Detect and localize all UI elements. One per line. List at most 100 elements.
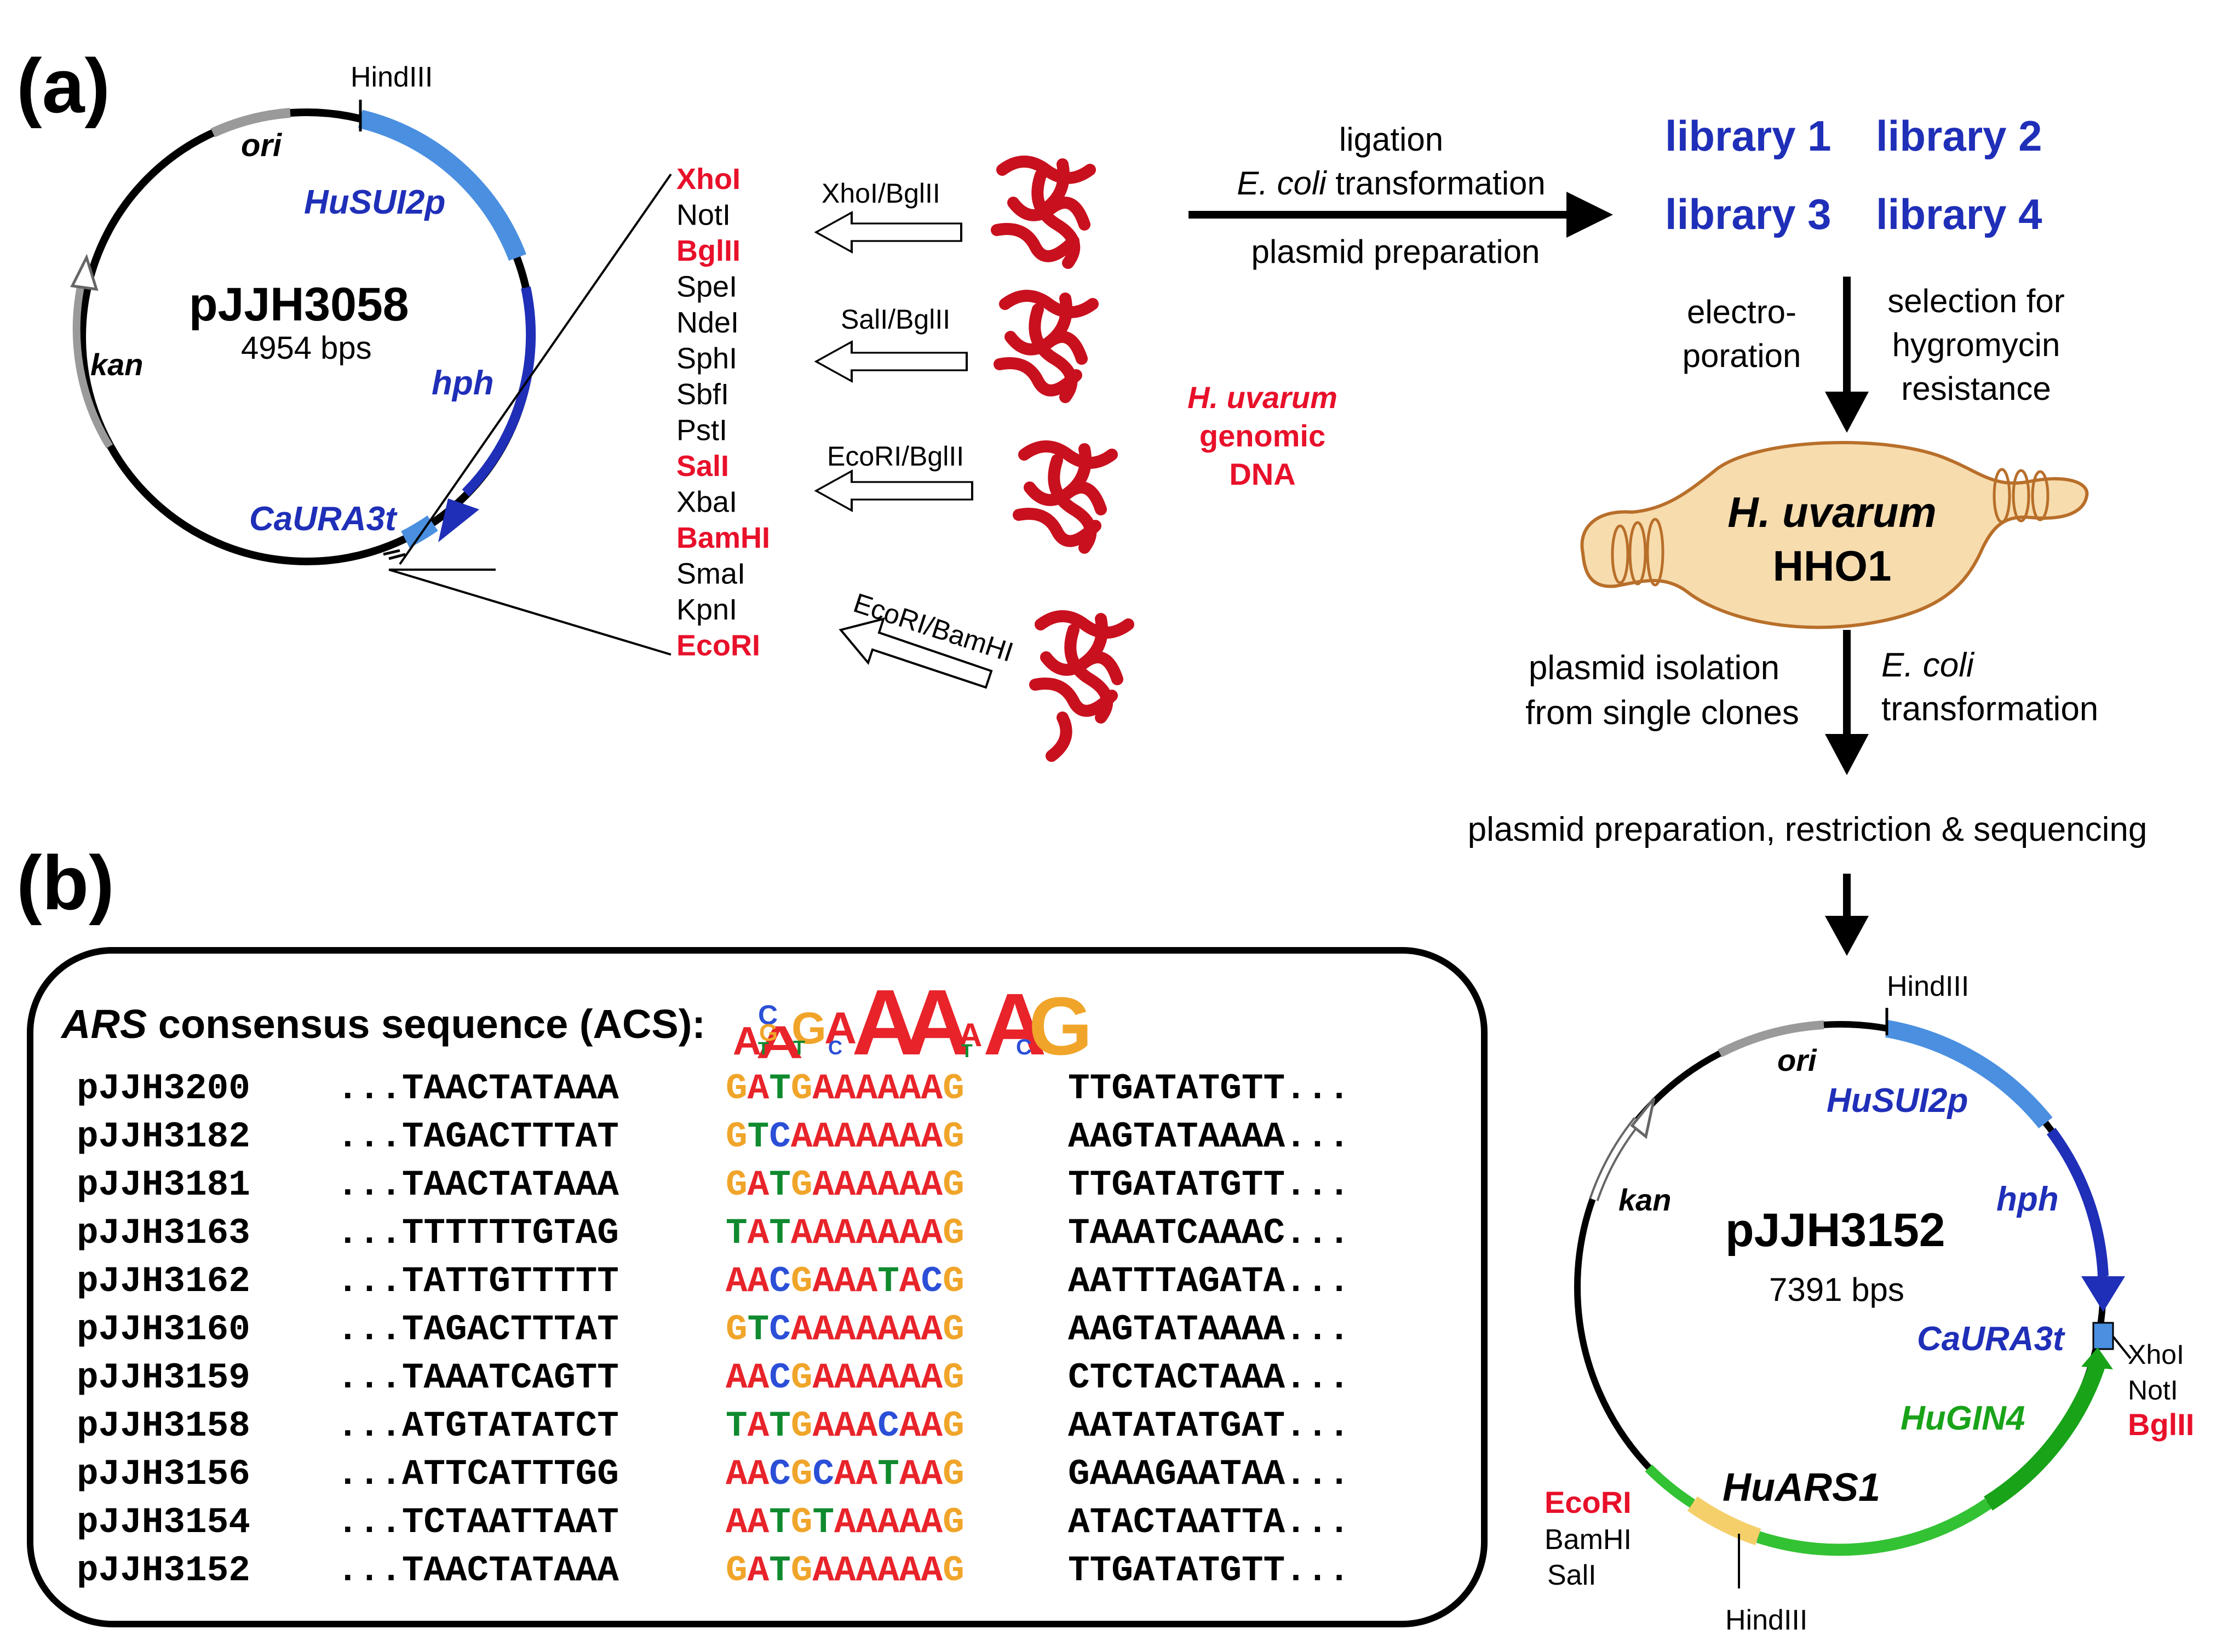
- electroporation-line1: electro-: [1687, 294, 1796, 330]
- library-1: library 1: [1665, 112, 1832, 160]
- plasmid2-site-noti: NotI: [2128, 1375, 2178, 1406]
- logo-pos6-A: A: [904, 971, 971, 1075]
- plasmid2-site-bglii: BglII: [2128, 1407, 2194, 1442]
- row-left-flank-4: ...TATTGTTTTT: [337, 1261, 619, 1302]
- row-name-2: pJJH3181: [77, 1165, 250, 1206]
- mcs-site-3: SpeI: [676, 271, 737, 303]
- plasmid2-kan-label: kan: [1618, 1183, 1672, 1217]
- mcs-site-2: BglII: [676, 234, 740, 267]
- plasmid1-kan-arrowhead: [70, 254, 99, 291]
- plasmid2-yellow-segment: [1687, 1496, 1761, 1546]
- library-3: library 3: [1665, 190, 1832, 238]
- mcs-site-10: BamHI: [676, 521, 770, 554]
- plasmid1-size: 4954 bps: [241, 330, 372, 366]
- row-name-9: pJJH3154: [77, 1502, 250, 1543]
- plasmid2-hindiii-bottom-label: HindIII: [1725, 1604, 1807, 1636]
- logo-pos1-A: A: [733, 1019, 761, 1063]
- plasmid2-ori-label: ori: [1777, 1043, 1817, 1077]
- row-right-flank-3: TAAATCAAAC...: [1068, 1213, 1350, 1254]
- bud-scar-right-2: [2012, 469, 2030, 523]
- sequencing-step-label: plasmid preparation, restriction & seque…: [1468, 811, 2148, 848]
- logo-pos2-C: C: [758, 1000, 778, 1030]
- dna-fragment-group-2: [994, 290, 1099, 403]
- isolation-line2: from single clones: [1525, 694, 1799, 732]
- plasmid2-ars-segment: [1756, 1498, 1992, 1556]
- library-4: library 4: [1876, 190, 2042, 238]
- genomic-dna-line3: DNA: [1229, 457, 1295, 491]
- mcs-zoom-line-bottom: [388, 569, 671, 656]
- row-name-1: pJJH3182: [77, 1116, 250, 1157]
- row-core-0: GATGAAAAAAG: [726, 1068, 965, 1109]
- mcs-site-11: SmaI: [676, 558, 745, 590]
- ligation-line3: plasmid preparation: [1251, 233, 1540, 270]
- electroporation-arrow-head: [1825, 392, 1869, 433]
- panel-b-label: (b): [16, 840, 114, 926]
- plasmid2-terminator-block: [2092, 1322, 2114, 1350]
- plasmid2-hph-arrowhead: [2081, 1276, 2125, 1312]
- row-name-7: pJJH3158: [77, 1406, 250, 1447]
- isolation-line1: plasmid isolation: [1529, 649, 1779, 687]
- mcs-site-8: SalI: [676, 450, 729, 483]
- acs-title-rest: consensus sequence (ACS):: [147, 1001, 705, 1047]
- row-left-flank-5: ...TAGACTTTAT: [337, 1309, 619, 1350]
- logo-pos7-T: T: [961, 1041, 973, 1062]
- plasmid2-hindiii-top-label: HindIII: [1887, 971, 1969, 1002]
- ligation-line2: E. coli transformation: [1237, 165, 1546, 202]
- mcs-site-6: SbfI: [676, 378, 729, 411]
- row-core-8: AACGCAATAAG: [726, 1454, 965, 1495]
- ligation-line1: ligation: [1339, 121, 1443, 158]
- plasmid1-hph-label: hph: [432, 364, 494, 402]
- logo-pos3-T: T: [793, 1036, 805, 1059]
- plasmid2-promoter-label: HuSUI2p: [1827, 1082, 1968, 1120]
- row-right-flank-8: GAAAGAATAA...: [1068, 1454, 1350, 1495]
- plasmid2-promoter-segment: [1885, 1020, 2053, 1129]
- row-core-5: GTCAAAAAAAG: [726, 1309, 965, 1350]
- row-left-flank-7: ...ATGTATATCT: [337, 1406, 619, 1447]
- row-name-3: pJJH3163: [77, 1213, 250, 1254]
- plasmid2-site-bamhi: BamHI: [1545, 1524, 1632, 1556]
- plasmid1-hph-arrowhead: [438, 498, 479, 542]
- cell-label-line2: HHO1: [1773, 542, 1892, 590]
- row-name-4: pJJH3162: [77, 1261, 250, 1302]
- plasmid2-name: pJJH3152: [1725, 1204, 1945, 1257]
- plasmid1-mcs-ticks: [383, 549, 406, 560]
- plasmid1-kan-segment: [72, 278, 113, 449]
- row-right-flank-2: TTGATATGTT...: [1068, 1165, 1350, 1206]
- mcs-site-4: NdeI: [676, 306, 739, 339]
- bud-scar-right-1: [1993, 468, 2011, 524]
- plasmid2-size: 7391 bps: [1769, 1271, 1904, 1308]
- logo-pos2-A: A: [756, 1017, 803, 1068]
- row-core-7: TATGAAACAAG: [726, 1406, 965, 1447]
- logo-pos2-T: T: [758, 1039, 769, 1058]
- row-name-10: pJJH3152: [77, 1550, 250, 1591]
- plasmid1-promoter-segment: [358, 110, 526, 261]
- plasmid2-gin4-segment: [1984, 1361, 2106, 1511]
- plasmid2-site-ecori: EcoRI: [1545, 1485, 1632, 1519]
- row-name-8: pJJH3156: [77, 1454, 250, 1495]
- logo-pos10-G: G: [1029, 980, 1093, 1072]
- h-uvarum-cell: H. uvarum HHO1: [1580, 441, 2089, 629]
- acs-title: ARS consensus sequence (ACS):: [60, 1001, 705, 1047]
- ecoli-transformation-line2: transformation: [1881, 690, 2098, 728]
- dna-fragment-group-4: [1029, 610, 1134, 762]
- plasmid2-kan-arrowhead: [1630, 1097, 1656, 1139]
- plasmid2-hph-label: hph: [1996, 1180, 2059, 1218]
- row-left-flank-3: ...TTTTTTGTAG: [337, 1213, 619, 1254]
- row-left-flank-10: ...TAACTATAAA: [337, 1550, 619, 1591]
- mcs-site-1: NotI: [676, 199, 731, 232]
- plasmid1-hindiii-label: HindIII: [351, 61, 433, 93]
- ligation-transformation: transformation: [1327, 165, 1546, 202]
- plasmid2-hph-segment: [2046, 1128, 2109, 1277]
- ecoli-transformation-line1: E. coli: [1881, 646, 1975, 684]
- mcs-site-list: XhoINotIBglIISpeINdeISphISbfIPstISalIXba…: [676, 163, 770, 662]
- acs-sequence-logo: A A C G T G T A C A A A T A C G: [733, 971, 1093, 1075]
- row-right-flank-4: AATTTAGATA...: [1068, 1261, 1350, 1302]
- row-right-flank-1: AAGTATAAAA...: [1068, 1116, 1350, 1157]
- row-right-flank-7: AATATATGAT...: [1068, 1406, 1350, 1447]
- digest-arrow-2: [814, 340, 968, 383]
- mcs-site-7: PstI: [676, 414, 727, 447]
- row-left-flank-8: ...ATTCATTTGG: [337, 1454, 619, 1495]
- digest-arrows: [814, 210, 993, 689]
